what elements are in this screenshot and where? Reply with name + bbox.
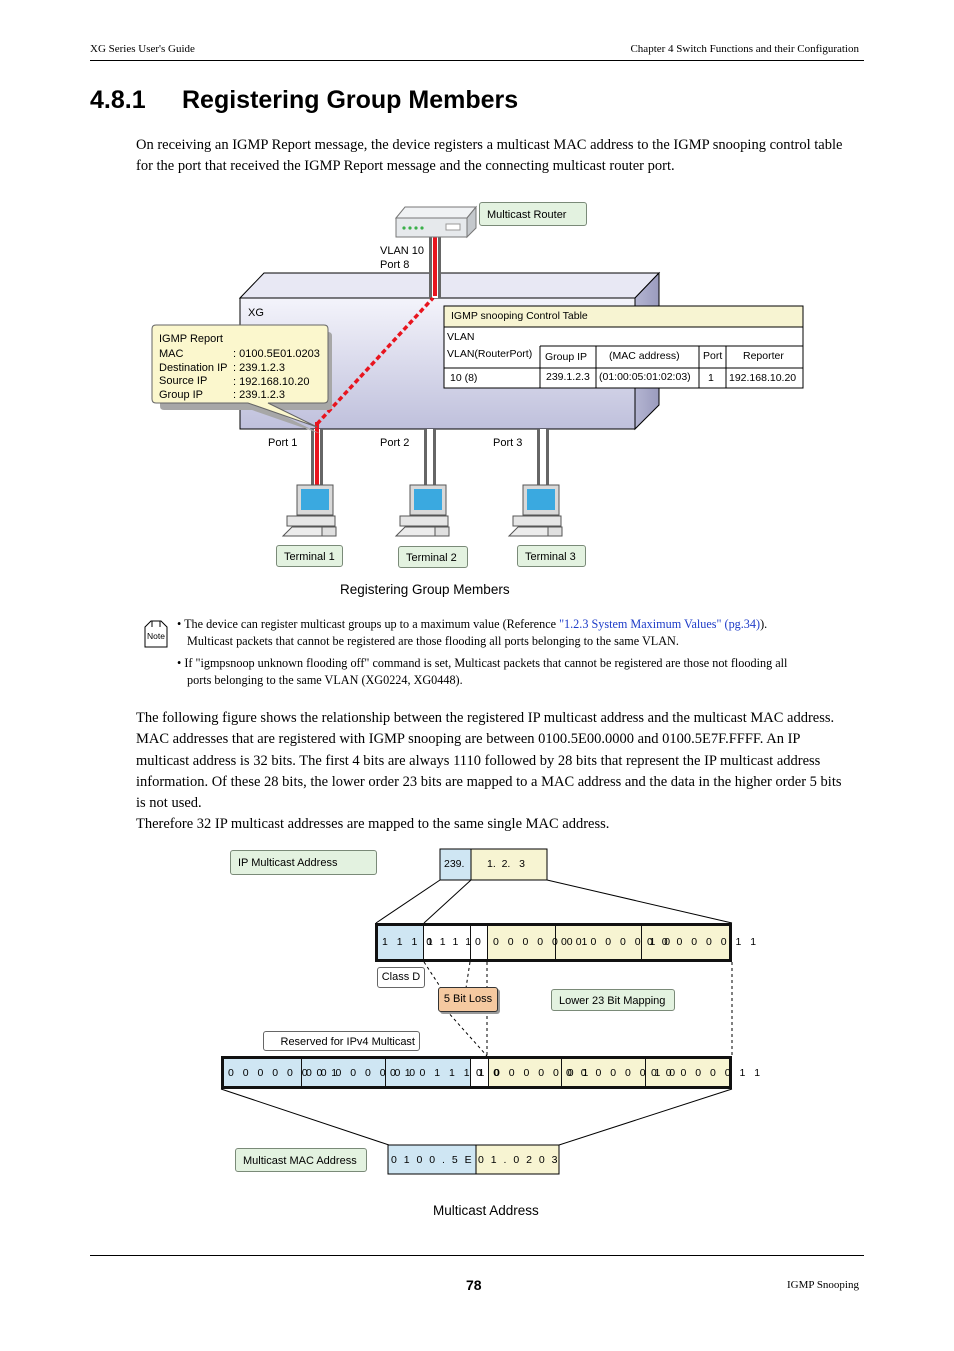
section-number: 4.8.1 <box>90 86 146 114</box>
footer-rule <box>90 1255 864 1256</box>
mac-rest-part: 0 1 . 0 2 0 3 <box>478 1154 560 1166</box>
router-port-label: Port 8 <box>380 259 410 271</box>
report-value-dest: : 239.1.2.3 <box>233 362 285 374</box>
terminal-1-icon <box>281 484 337 537</box>
ip-bits-group-3: 0 0 0 0 0 0 1 1 <box>647 936 760 948</box>
table-cell-group-ip: 239.1.2.3 <box>546 371 590 383</box>
report-field-dest: Destination IP <box>159 362 228 374</box>
mac-bits-group-3: 0 1 0 1 1 1 1 0 <box>390 1067 503 1079</box>
terminal-3-icon <box>507 484 563 537</box>
figure2-caption: Multicast Address <box>433 1203 539 1218</box>
footer-section-name: IGMP Snooping <box>786 1279 859 1291</box>
table-cell-port: 1 <box>708 372 714 384</box>
mac-bits-group-5: 0 0 0 0 0 0 1 0 <box>566 1067 679 1079</box>
multicast-mac-address-label: Multicast MAC Address <box>235 1148 367 1172</box>
ip-bits-group-1: 0 0 0 0 0 0 1 <box>493 936 591 948</box>
report-field-mac: MAC <box>159 348 184 360</box>
intro-paragraph: On receiving an IGMP Report message, the… <box>136 135 876 178</box>
note-bullet1-end: ). <box>760 617 768 631</box>
mapping-line: multicast address is 32 bits. The first … <box>136 752 821 769</box>
table-vlan-router-header: VLAN(RouterPort) <box>447 348 533 360</box>
mac-bits-group-1: 0 0 0 0 0 0 0 1 <box>228 1067 341 1079</box>
note-bullet1-text: The device can register multicast groups… <box>184 617 560 631</box>
mapping-paragraph: The following figure shows the relations… <box>136 708 876 836</box>
report-field-source: Source IP <box>159 375 208 387</box>
ip-first-octet: 239. <box>444 858 465 870</box>
section-title: Registering Group Members <box>182 86 519 114</box>
mapping-line: MAC addresses that are registered with I… <box>136 731 801 748</box>
table-header-mac: (MAC address) <box>609 350 680 362</box>
intro-line: On receiving an IGMP Report message, the… <box>136 137 843 153</box>
table-header-reporter: Reporter <box>743 350 784 362</box>
note-bullet2-line2: ports belonging to the same VLAN (XG0224… <box>187 672 463 687</box>
report-forward-line <box>315 296 435 426</box>
terminal-2-icon <box>394 484 450 537</box>
five-bit-loss-label: 5 Bit Loss <box>438 987 498 1012</box>
note-bullet2-line1: If "igmpsnoop unknown flooding off" comm… <box>184 656 788 670</box>
report-title: IGMP Report <box>159 333 223 345</box>
terminal-2-label: Terminal 2 <box>398 546 468 568</box>
ip-bits-group-2: 0 0 0 0 0 0 1 0 <box>561 936 674 948</box>
report-bubble <box>151 324 329 428</box>
figure1-caption: Registering Group Members <box>340 582 510 597</box>
table-vlan-header: VLAN <box>447 331 475 343</box>
ip-first-octet-box <box>439 848 472 881</box>
system-maximum-values-link[interactable]: "1.2.3 System Maximum Values" (pg.34) <box>559 617 761 631</box>
mac-bit-zero: 0 <box>476 1067 485 1079</box>
header-rule <box>90 60 864 61</box>
table-cell-mac: (01:00:05:01:02:03) <box>599 371 691 383</box>
header-guide-title: XG Series User's Guide <box>90 43 195 55</box>
report-value-group: : 239.1.2.3 <box>233 389 285 401</box>
multicast-router-icon <box>394 205 478 239</box>
reserved-ipv4-multicast-label: Reserved for IPv4 Multicast <box>263 1031 420 1051</box>
class-d-label: Class D <box>377 967 425 988</box>
port-3-label: Port 3 <box>493 437 523 449</box>
ip-rest-octets: 1. 2. 3 <box>487 858 525 870</box>
table-cell-vlan: 10 (8) <box>450 372 478 384</box>
note-icon: Note <box>143 619 169 649</box>
note-bullet1-line2: Multicast packets that cannot be registe… <box>187 633 679 648</box>
note-icon-label: Note <box>147 631 165 641</box>
switch-label: XG <box>248 307 264 319</box>
mac-rest-part-box <box>475 1144 560 1175</box>
port-2-label: Port 2 <box>380 437 410 449</box>
multicast-router-label: Multicast Router <box>479 202 587 226</box>
table-header-port: Port <box>703 350 723 362</box>
terminal-3-label: Terminal 3 <box>517 545 586 567</box>
ip-bits-lost: 1 1 1 1 <box>427 936 474 948</box>
header-chapter-title: Chapter 4 Switch Functions and their Con… <box>630 43 859 55</box>
report-field-group: Group IP <box>159 389 204 401</box>
mapping-line: The following figure shows the relations… <box>136 710 835 726</box>
report-value-source: : 192.168.10.20 <box>233 376 310 388</box>
ip-bits-class: 1 1 1 0 <box>382 936 436 948</box>
ip-multicast-address-label: IP Multicast Address <box>230 850 377 875</box>
lower-23-bit-mapping-label: Lower 23 Bit Mapping <box>551 989 675 1011</box>
mapping-line: Therefore 32 IP multicast addresses are … <box>136 816 610 833</box>
table-header-group-ip: Group IP <box>545 351 588 363</box>
router-vlan-label: VLAN 10 <box>380 245 425 257</box>
ip-rest-octets-box <box>470 848 548 881</box>
table-title: IGMP snooping Control Table <box>451 310 588 322</box>
mac-bits-group-4: 0 0 0 0 0 0 1 <box>494 1067 592 1079</box>
port-1-label: Port 1 <box>268 437 298 449</box>
mapping-line: information. Of these 28 bits, the lower… <box>136 773 842 790</box>
report-value-mac: : 0100.5E01.0203 <box>233 348 320 360</box>
note-block: • The device can register multicast grou… <box>177 616 867 688</box>
intro-line: for the port that received the IGMP Repo… <box>136 158 675 175</box>
page-number: 78 <box>466 1277 482 1293</box>
mac-bits-group-6: 0 0 0 0 0 0 1 1 <box>651 1067 764 1079</box>
mapping-line: is not used. <box>136 795 202 812</box>
table-cell-reporter: 192.168.10.20 <box>729 372 797 384</box>
mac-bits-group-2: 0 0 0 0 0 0 0 0 <box>306 1067 419 1079</box>
terminal-1-label: Terminal 1 <box>276 545 343 567</box>
mac-first-part: 0 1 0 0 . 5 E <box>391 1154 474 1166</box>
switch-top-face <box>238 272 661 299</box>
ip-bit-zero: 0 <box>475 936 484 948</box>
